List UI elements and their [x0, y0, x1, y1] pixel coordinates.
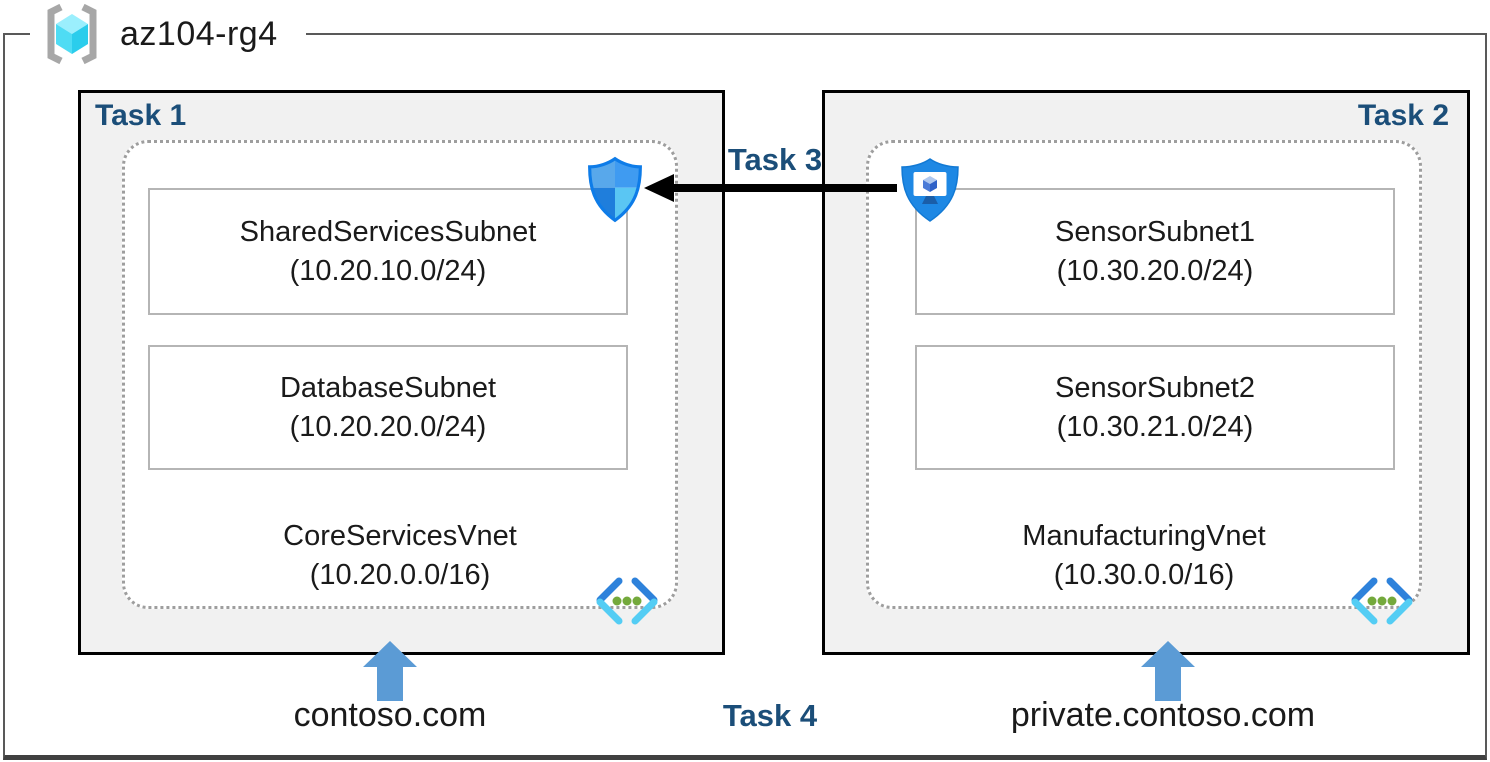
resource-group-name: az104-rg4: [120, 14, 278, 53]
bastion-shield-monitor-icon: [897, 157, 963, 223]
virtual-network-icon: [1349, 577, 1415, 625]
peering-arrow: [644, 172, 897, 204]
shared-services-subnet-box: SharedServicesSubnet (10.20.10.0/24): [148, 188, 628, 315]
subnet-name: SensorSubnet1: [1055, 215, 1255, 248]
subnet-cidr: (10.30.20.0/24): [1056, 254, 1254, 287]
blue-up-arrow-icon: [363, 641, 417, 701]
contoso-dns-label: contoso.com: [293, 696, 487, 734]
vnet-cidr: (10.20.0.0/16): [309, 559, 491, 591]
subnet-name: SensorSubnet2: [1055, 371, 1255, 404]
database-subnet-box: DatabaseSubnet (10.20.20.0/24): [148, 345, 628, 470]
task4-label: Task 4: [722, 698, 818, 733]
task2-label: Task 2: [1357, 99, 1449, 132]
task1-label: Task 1: [95, 99, 187, 132]
subnet-cidr: (10.20.10.0/24): [289, 254, 487, 287]
task3-label: Task 3: [727, 142, 823, 177]
private-contoso-dns-label: private.contoso.com: [1010, 696, 1316, 734]
subnet-cidr: (10.20.20.0/24): [289, 410, 487, 443]
sensor-subnet1-box: SensorSubnet1 (10.30.20.0/24): [915, 188, 1395, 315]
vnet-name: CoreServicesVnet: [283, 520, 517, 552]
nsg-shield-icon: [586, 156, 644, 223]
resource-group-header: az104-rg4: [30, 0, 306, 68]
vnet-cidr: (10.30.0.0/16): [1053, 559, 1235, 591]
virtual-network-icon: [594, 577, 660, 625]
sensor-subnet2-box: SensorSubnet2 (10.30.21.0/24): [915, 345, 1395, 470]
core-services-vnet-container: Task 1 SharedServicesSubnet (10.20.10.0/…: [78, 90, 725, 655]
manufacturing-vnet-label: ManufacturingVnet (10.30.0.0/16): [866, 517, 1422, 595]
core-services-vnet-label: CoreServicesVnet (10.20.0.0/16): [122, 517, 678, 595]
subnet-name: DatabaseSubnet: [279, 371, 497, 404]
blue-up-arrow-icon: [1141, 641, 1195, 701]
vnet-name: ManufacturingVnet: [1022, 520, 1266, 552]
subnet-name: SharedServicesSubnet: [239, 215, 537, 248]
resource-group-icon: [40, 3, 104, 65]
subnet-cidr: (10.30.21.0/24): [1056, 410, 1254, 443]
